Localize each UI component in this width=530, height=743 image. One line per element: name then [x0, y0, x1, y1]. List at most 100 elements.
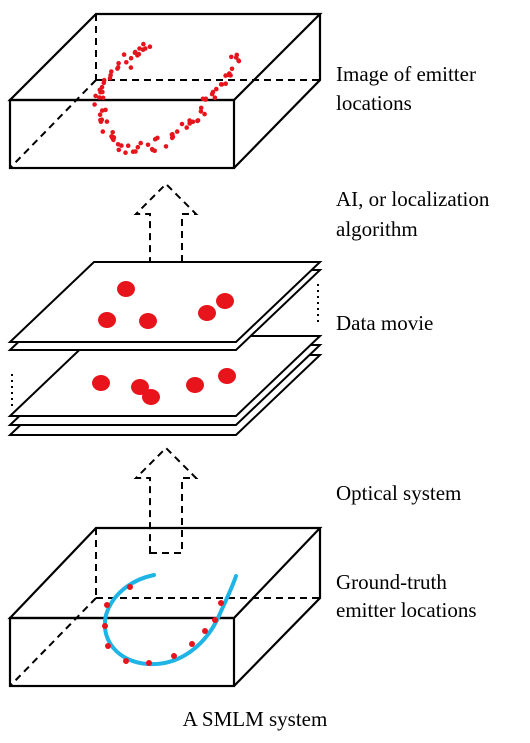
localized-point	[210, 89, 216, 95]
localized-point	[132, 50, 138, 55]
ground-truth-emitter	[105, 643, 111, 649]
ground-truth-emitter	[104, 602, 110, 608]
label-image-line1: Image of emitter	[336, 62, 476, 86]
label-algorithm-line2: algorithm	[336, 217, 418, 241]
localized-point	[203, 97, 208, 102]
localized-point	[227, 71, 232, 76]
ground-truth-emitter	[146, 660, 152, 666]
label-ground-truth-line1: Ground-truth	[336, 570, 447, 594]
localized-point	[100, 129, 106, 134]
localized-point	[98, 117, 103, 123]
label-optical-system: Optical system	[336, 481, 461, 505]
localized-point	[170, 132, 175, 137]
localized-point	[236, 58, 241, 63]
localized-point	[116, 147, 122, 153]
localized-point	[97, 112, 103, 117]
localized-point	[212, 95, 218, 100]
localized-point	[104, 119, 110, 124]
emitter-spot-frame-2	[142, 389, 160, 405]
localized-point	[125, 143, 131, 148]
localized-point	[103, 107, 108, 113]
localized-point	[93, 93, 98, 99]
localized-point	[115, 65, 121, 70]
ground-truth-box	[7, 526, 323, 688]
ground-truth-emitter	[171, 653, 177, 659]
data-movie-stack	[7, 261, 323, 436]
ground-truth-emitters	[102, 584, 224, 666]
localized-point	[97, 95, 102, 100]
localized-point	[198, 105, 204, 111]
localized-point	[169, 135, 175, 141]
upward-arrow-optical	[133, 446, 199, 554]
movie-emitter-spots	[92, 281, 236, 405]
localized-point	[229, 54, 234, 60]
ground-truth-emitter	[202, 628, 208, 634]
label-ground-truth-line2: emitter locations	[336, 598, 477, 622]
emitter-spot-frame-1	[216, 293, 234, 309]
ground-truth-emitter	[102, 623, 108, 629]
localized-point	[234, 52, 240, 58]
localized-point	[121, 52, 127, 57]
localized-point	[141, 41, 146, 47]
localized-point	[202, 111, 207, 117]
emitter-spot-frame-2	[92, 375, 110, 391]
localized-point	[128, 55, 134, 61]
localized-point	[101, 77, 107, 83]
localized-point	[138, 140, 143, 146]
localized-point	[174, 129, 180, 134]
localized-point	[145, 142, 151, 148]
label-algorithm-line1: AI, or localization	[336, 187, 490, 211]
localized-point	[137, 46, 142, 51]
localized-point	[133, 149, 138, 154]
localized-point	[147, 44, 153, 49]
upward-arrow-algorithm	[133, 182, 199, 291]
label-image-line2: locations	[336, 91, 412, 115]
emitter-spot-frame-1	[139, 313, 157, 329]
localized-point	[111, 137, 116, 143]
localized-point	[92, 102, 97, 107]
localized-point	[110, 130, 115, 135]
localized-point	[219, 82, 225, 87]
ground-truth-emitter	[218, 600, 224, 606]
localized-point	[223, 73, 228, 78]
movie-frame-1	[7, 261, 323, 343]
localized-point	[100, 95, 106, 101]
ground-truth-emitter	[123, 658, 129, 664]
emitter-spot-frame-1	[198, 305, 216, 321]
localized-point	[223, 81, 228, 86]
localized-point	[115, 142, 121, 147]
localized-point	[116, 61, 121, 66]
localized-point	[124, 60, 129, 65]
localized-point	[163, 144, 169, 149]
ground-truth-emitter	[127, 584, 133, 590]
emitter-spot-frame-1	[98, 312, 116, 328]
localized-point	[179, 121, 185, 127]
emitter-spot-frame-2	[186, 377, 204, 393]
output-image-box	[7, 12, 323, 170]
ground-truth-emitter	[189, 641, 195, 647]
localized-point	[198, 109, 204, 114]
caption: A SMLM system	[183, 707, 328, 731]
localized-point	[184, 125, 189, 130]
emitter-spot-frame-2	[131, 379, 149, 395]
localized-point	[150, 147, 156, 153]
localized-point	[195, 118, 201, 123]
localized-point	[99, 84, 105, 90]
localized-point	[123, 150, 128, 155]
localized-point	[128, 65, 134, 70]
label-data-movie: Data movie	[336, 311, 433, 335]
emitter-spot-frame-1	[117, 281, 135, 297]
localized-point	[155, 135, 160, 141]
localized-point	[109, 69, 114, 74]
localized-point	[135, 144, 141, 150]
localized-point	[108, 72, 113, 78]
localized-point	[214, 86, 219, 92]
localized-point	[187, 121, 192, 126]
ground-truth-emitter	[212, 617, 218, 623]
localized-emitter-points	[92, 41, 242, 155]
localized-point	[100, 89, 105, 95]
emitter-spot-frame-2	[218, 368, 236, 384]
localized-point	[229, 66, 235, 72]
localized-point	[140, 47, 146, 52]
